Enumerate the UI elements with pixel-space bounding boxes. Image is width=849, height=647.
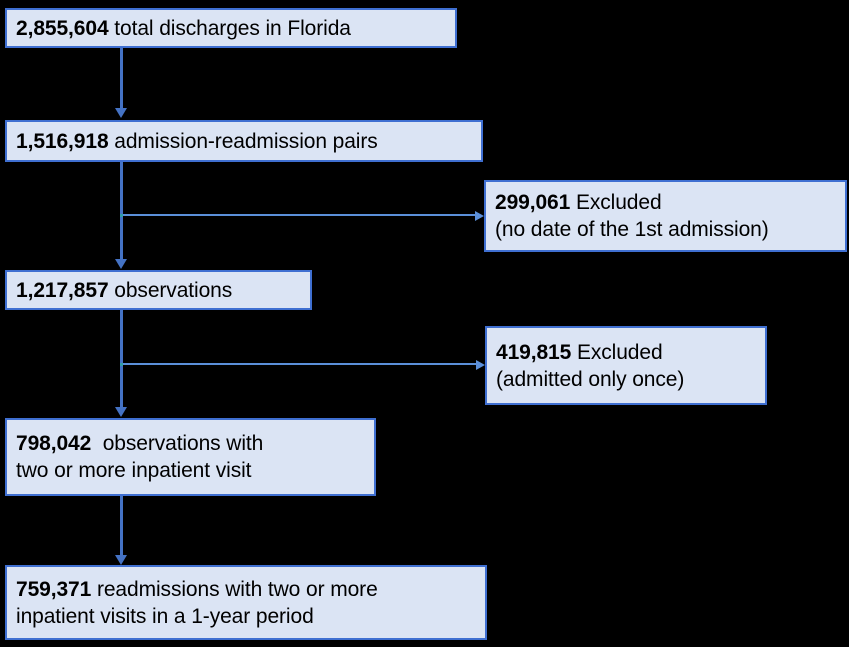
flow-node-observations-two-or-more: 798,042 observations with two or more in… bbox=[5, 418, 376, 496]
branch-line-exclusion-2 bbox=[121, 363, 478, 365]
flow-node-text: observations bbox=[108, 278, 233, 302]
flow-node-count: 419,815 bbox=[496, 340, 572, 364]
flow-node-text: admission-readmission pairs bbox=[108, 129, 378, 153]
flow-node-line: two or more inpatient visit bbox=[16, 457, 368, 484]
flow-node-line: (admitted only once) bbox=[496, 366, 759, 393]
flow-node-observations: 1,217,857 observations bbox=[5, 270, 312, 310]
flow-node-text: Excluded bbox=[570, 191, 662, 214]
flow-node-text: (no date of the 1st admission) bbox=[495, 218, 769, 241]
flow-node-line: 798,042 observations with bbox=[16, 430, 368, 457]
flow-node-line: 1,217,857 observations bbox=[16, 277, 304, 304]
flow-node-line: 759,371 readmissions with two or more bbox=[16, 576, 479, 603]
flow-node-count: 759,371 bbox=[16, 577, 92, 601]
flow-node-admission-readmission-pairs: 1,516,918 admission-readmission pairs bbox=[5, 120, 483, 162]
arrowhead-down-4 bbox=[115, 555, 127, 565]
flow-node-line: 299,061 Excluded bbox=[495, 189, 839, 216]
arrowhead-down-2 bbox=[115, 259, 127, 269]
flow-node-line: 1,516,918 admission-readmission pairs bbox=[16, 128, 475, 155]
flow-node-text: readmissions with two or more bbox=[91, 577, 378, 601]
flow-node-text: (admitted only once) bbox=[496, 367, 685, 391]
arrowhead-down-1 bbox=[115, 108, 127, 118]
flow-node-line: inpatient visits in a 1-year period bbox=[16, 603, 479, 630]
arrowhead-right-2 bbox=[476, 360, 485, 370]
flow-node-count: 2,855,604 bbox=[16, 16, 109, 40]
connector-line-4 bbox=[120, 496, 123, 558]
flow-node-count: 1,217,857 bbox=[16, 278, 109, 302]
arrowhead-right-1 bbox=[475, 211, 484, 221]
flow-node-count: 299,061 bbox=[495, 191, 571, 214]
flow-node-text: inpatient visits in a 1-year period bbox=[16, 604, 314, 628]
flow-node-line: 419,815 Excluded bbox=[496, 339, 759, 366]
flow-node-excluded-no-date: 299,061 Excluded (no date of the 1st adm… bbox=[484, 180, 847, 252]
connector-line-1 bbox=[120, 48, 123, 111]
flow-node-excluded-admitted-once: 419,815 Excluded (admitted only once) bbox=[485, 326, 767, 405]
flow-node-text: two or more inpatient visit bbox=[16, 459, 252, 482]
flow-node-count: 1,516,918 bbox=[16, 129, 109, 153]
flow-node-text: total discharges in Florida bbox=[108, 16, 351, 40]
branch-junction-1 bbox=[120, 214, 123, 217]
flow-node-text: Excluded bbox=[571, 340, 663, 364]
branch-line-exclusion-1 bbox=[121, 214, 477, 216]
flow-node-count: 798,042 bbox=[16, 432, 92, 455]
arrowhead-down-3 bbox=[115, 407, 127, 417]
connector-line-3 bbox=[120, 310, 123, 410]
flow-node-final-readmissions: 759,371 readmissions with two or more in… bbox=[5, 565, 487, 640]
connector-line-2 bbox=[120, 162, 123, 262]
branch-junction-2 bbox=[120, 363, 123, 366]
flow-node-total-discharges: 2,855,604 total discharges in Florida bbox=[5, 8, 457, 48]
flow-node-text: observations with bbox=[91, 432, 264, 455]
flow-node-line: (no date of the 1st admission) bbox=[495, 216, 839, 243]
flow-node-line: 2,855,604 total discharges in Florida bbox=[16, 15, 449, 42]
